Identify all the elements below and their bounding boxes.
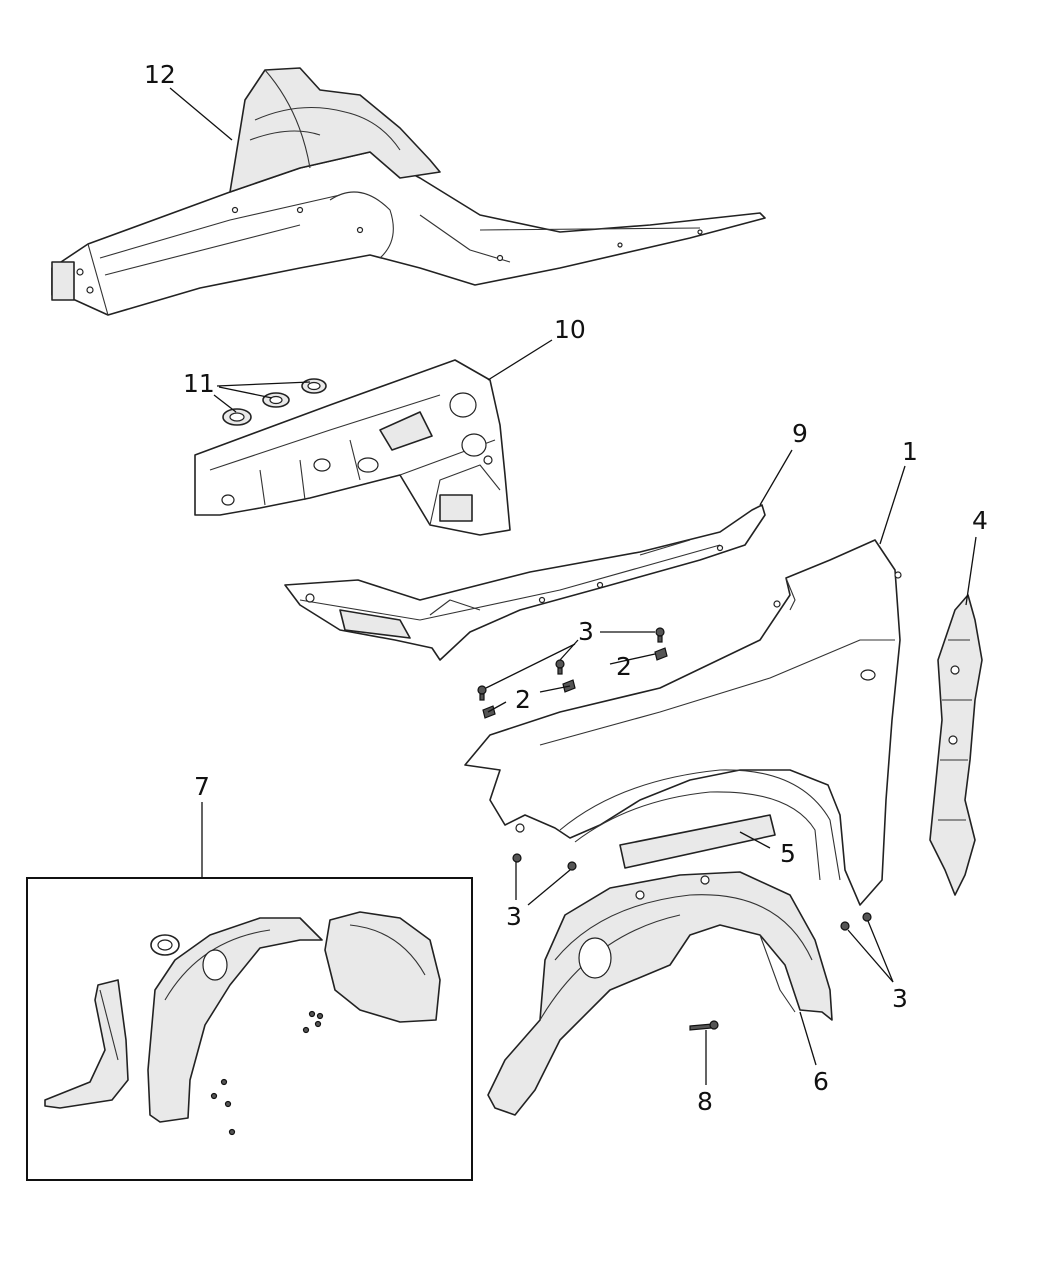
part-7-inset — [26, 877, 473, 1181]
callout-9: 9 — [792, 419, 808, 448]
part-5-strip — [619, 814, 776, 869]
callout-2-right: 2 — [616, 652, 632, 681]
callout-11: 11 — [183, 369, 215, 398]
part-4-seal — [929, 594, 983, 896]
callout-labels: 12 10 11 9 1 4 3 2 2 7 5 3 3 6 8 — [144, 60, 988, 1116]
callout-7: 7 — [194, 772, 210, 801]
callout-2-left: 2 — [515, 685, 531, 714]
callout-3-lower-right: 3 — [892, 984, 908, 1013]
callout-3-upper: 3 — [578, 617, 594, 646]
callout-8: 8 — [697, 1087, 713, 1116]
part-10-reinforcement — [194, 359, 511, 536]
callout-12: 12 — [144, 60, 176, 89]
part-12-frame-rail — [51, 67, 766, 316]
part-9-support-rail — [284, 504, 766, 661]
callout-3-lower-left: 3 — [506, 902, 522, 931]
callout-1: 1 — [902, 437, 918, 466]
part-6-wheelhouse-liner — [487, 871, 833, 1116]
callout-10: 10 — [554, 315, 586, 344]
part-1-fender — [464, 539, 902, 906]
fasteners-group — [477, 627, 872, 1031]
callout-4: 4 — [972, 506, 988, 535]
callout-6: 6 — [813, 1067, 829, 1096]
callout-5: 5 — [780, 839, 796, 868]
leader-lines — [169, 87, 977, 1085]
